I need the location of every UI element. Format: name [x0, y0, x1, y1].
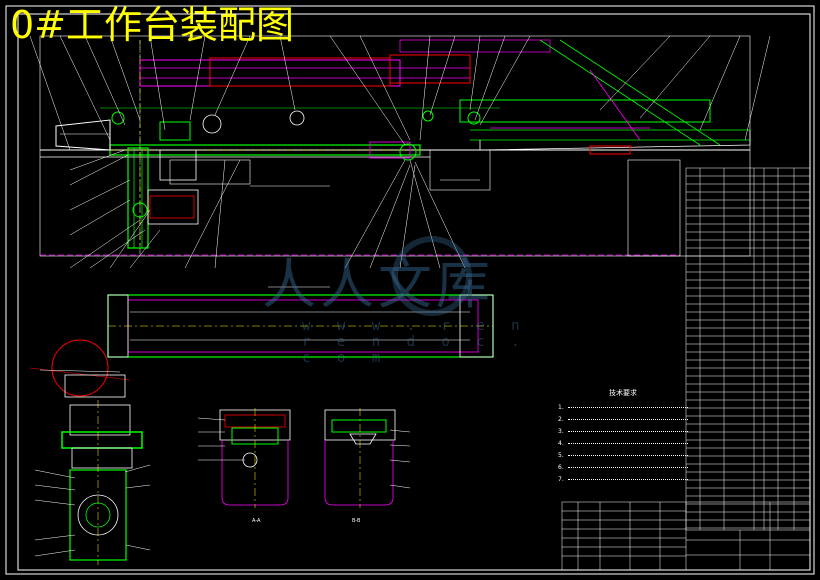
parts-list-table: [685, 167, 811, 531]
side-view: [29, 339, 151, 565]
note-item-text-line: [568, 478, 688, 482]
note-item-text-line: [568, 466, 688, 470]
plan-view: [107, 286, 494, 358]
note-item: 7.: [558, 473, 688, 485]
note-item-number: 1.: [558, 403, 564, 411]
notes-title: 技术要求: [609, 389, 637, 397]
note-item: 1.: [558, 401, 688, 413]
note-item: 2.: [558, 413, 688, 425]
section-label-bb: B-B: [352, 518, 361, 524]
note-item-number: 3.: [558, 427, 564, 435]
note-item-text-line: [568, 406, 688, 410]
drawing-title: 0#工作台装配图: [10, 3, 295, 47]
main-assembly-view: [29, 35, 771, 269]
note-item-number: 2.: [558, 415, 564, 423]
note-item: 6.: [558, 461, 688, 473]
drawing-border-outer: [5, 5, 815, 575]
note-item-number: 4.: [558, 439, 564, 447]
note-item-text-line: [568, 418, 688, 422]
note-item-text-line: [568, 430, 688, 434]
note-item-text-line: [568, 442, 688, 446]
note-item-number: 5.: [558, 451, 564, 459]
notes-list: 1. 2. 3. 4. 5. 6. 7.: [558, 401, 688, 485]
section-a-a: A-A: [197, 408, 291, 524]
note-item-number: 7.: [558, 475, 564, 483]
note-item-text-line: [568, 454, 688, 458]
title-block: [561, 501, 811, 571]
note-item: 5.: [558, 449, 688, 461]
technical-notes: 技术要求 1. 2. 3. 4. 5. 6. 7.: [558, 388, 688, 498]
section-b-b: B-B: [324, 408, 411, 524]
note-item: 4.: [558, 437, 688, 449]
note-item: 3.: [558, 425, 688, 437]
note-item-number: 6.: [558, 463, 564, 471]
section-label-aa: A-A: [252, 518, 261, 524]
